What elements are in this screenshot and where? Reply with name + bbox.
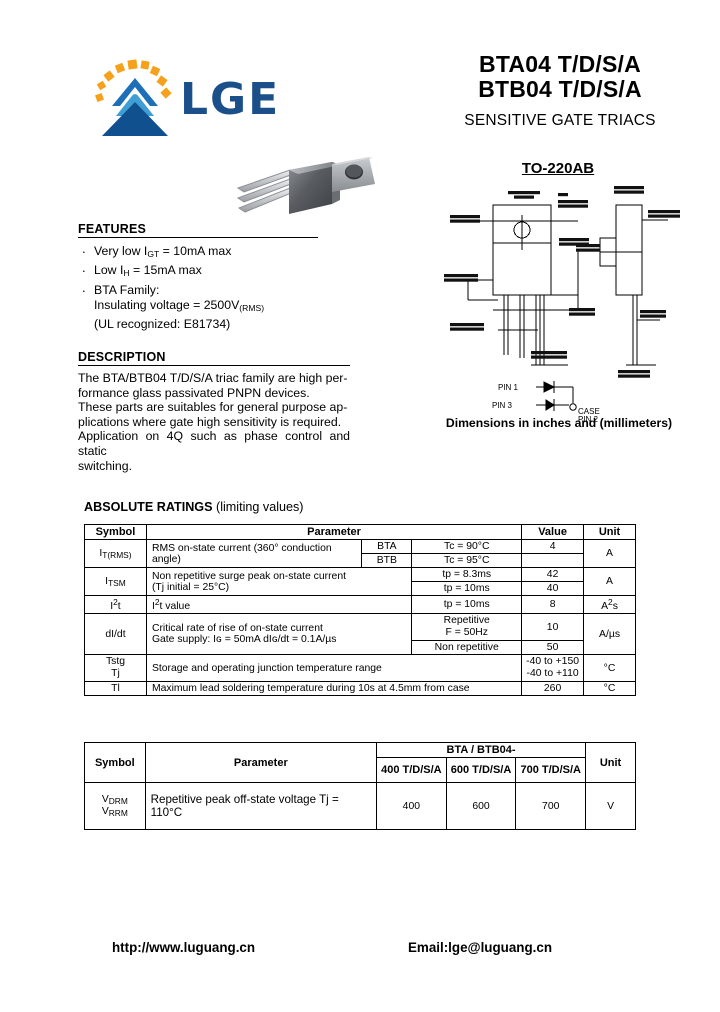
table-row: I2t I2t value tp = 10ms 8 A2s bbox=[84, 595, 636, 614]
lge-logo-mark bbox=[95, 59, 172, 136]
list-item: BTA Family: Insulating voltage = 2500V(R… bbox=[78, 280, 318, 332]
dimensions-caption: Dimensions in inches and (millimeters) bbox=[445, 416, 673, 430]
case-label: CASE bbox=[578, 407, 600, 416]
voltage-ratings-table: Symbol Parameter BTA / BTB04- Unit 400 T… bbox=[84, 742, 636, 830]
param-it-rms: RMS on-state current (360° conduction an… bbox=[145, 539, 363, 568]
col-700: 700 T/D/S/A bbox=[515, 757, 587, 783]
company-logo: LGE bbox=[92, 50, 342, 140]
value-tstg-tj: -40 to +150 -40 to +110 bbox=[521, 654, 585, 682]
package-outline-drawing: TO-220AB bbox=[428, 160, 688, 450]
value-didt-nonrep: 50 bbox=[521, 640, 585, 655]
variant-btb: BTB bbox=[361, 553, 413, 568]
table-row: Tl Maximum lead soldering temperature du… bbox=[84, 681, 636, 696]
table-header-row: Symbol Parameter Value Unit bbox=[84, 524, 636, 540]
bta-family-label: BTA Family: bbox=[94, 282, 160, 297]
unit-itsm: A bbox=[583, 567, 636, 596]
value-700: 700 bbox=[515, 782, 587, 830]
param-itsm: Non repetitive surge peak on-state curre… bbox=[145, 567, 413, 596]
unit-it-rms: A bbox=[583, 539, 636, 568]
value-bta: 4 bbox=[521, 539, 585, 554]
package-dimension-diagram: PIN 1 PIN 3 CASE PIN 2 bbox=[444, 186, 680, 424]
cond-itsm-10ms: tp = 10ms bbox=[411, 581, 523, 596]
package-name-title: TO-220AB bbox=[521, 160, 595, 177]
param-i2t: I2t value bbox=[145, 595, 413, 614]
description-rule bbox=[78, 365, 350, 366]
col-unit: Unit bbox=[583, 524, 636, 540]
col-symbol: Symbol bbox=[84, 742, 146, 783]
param-tstg-tj: Storage and operating junction temperatu… bbox=[145, 654, 523, 682]
unit-tl: °C bbox=[583, 681, 636, 696]
variant-bta: BTA bbox=[361, 539, 413, 554]
features-section: FEATURES Very low IGT = 10mA max Low IH … bbox=[78, 222, 318, 333]
unit-i2t: A2s bbox=[583, 595, 636, 614]
pin2-label: PIN 2 bbox=[578, 415, 599, 424]
value-tl: 260 bbox=[521, 681, 585, 696]
cond-didt-nonrep: Non repetitive bbox=[411, 640, 523, 655]
col-600: 600 T/D/S/A bbox=[445, 757, 517, 783]
table-row: ITSM Non repetitive surge peak on-state … bbox=[84, 567, 636, 596]
table-row: Tstg Tj Storage and operating junction t… bbox=[84, 654, 636, 682]
cond-btb: Tc = 95°C bbox=[411, 553, 523, 568]
dimension-callouts bbox=[444, 186, 680, 378]
to220-package-photo bbox=[236, 157, 375, 214]
product-subtitle: SENSITIVE GATE TRIACS bbox=[464, 112, 656, 129]
symbol-didt: dI/dt bbox=[84, 613, 147, 655]
unit-volts: V bbox=[585, 782, 636, 830]
table-row: BTB Tc = 95°C bbox=[85, 553, 636, 568]
table-row: Non repetitive 50 bbox=[85, 640, 636, 655]
absolute-ratings-heading: ABSOLUTE RATINGS (limiting values) bbox=[84, 500, 304, 514]
features-rule bbox=[78, 237, 318, 238]
website-url[interactable]: http://www.luguang.cn bbox=[112, 940, 256, 955]
symbol-itsm: ITSM bbox=[84, 567, 147, 596]
col-parameter: Parameter bbox=[145, 524, 523, 540]
cond-bta: Tc = 90°C bbox=[411, 539, 523, 554]
table-row: tp = 10ms 40 bbox=[85, 581, 636, 596]
list-item: Low IH = 15mA max bbox=[78, 260, 318, 281]
symbol-tl: Tl bbox=[84, 681, 147, 696]
absolute-ratings-table: Symbol Parameter Value Unit IT(RMS) RMS … bbox=[84, 524, 636, 696]
part-number-line-1: BTA04 T/D/S/A bbox=[479, 51, 641, 77]
value-i2t: 8 bbox=[521, 595, 585, 614]
cond-itsm-83ms: tp = 8.3ms bbox=[411, 567, 523, 582]
value-itsm-83ms: 42 bbox=[521, 567, 585, 582]
value-btb bbox=[521, 553, 585, 568]
table-row: VDRM VRRM Repetitive peak off-state volt… bbox=[84, 782, 636, 830]
pin3-label: PIN 3 bbox=[492, 401, 513, 410]
col-unit: Unit bbox=[585, 742, 636, 783]
col-400: 400 T/D/S/A bbox=[376, 757, 447, 783]
value-didt-rep: 10 bbox=[521, 613, 585, 641]
param-didt: Critical rate of rise of on-state curren… bbox=[145, 613, 413, 655]
param-vdrm: Repetitive peak off-state voltage Tj = 1… bbox=[144, 782, 378, 830]
unit-didt: A/µs bbox=[583, 613, 636, 655]
param-tl: Maximum lead soldering temperature durin… bbox=[145, 681, 523, 696]
list-item: Very low IGT = 10mA max bbox=[78, 241, 318, 262]
cond-i2t: tp = 10ms bbox=[411, 595, 523, 614]
symbol-tstg-tj: Tstg Tj bbox=[84, 654, 147, 682]
table-row: IT(RMS) RMS on-state current (360° condu… bbox=[84, 539, 636, 568]
col-parameter: Parameter bbox=[144, 742, 378, 783]
value-400: 400 bbox=[376, 782, 447, 830]
part-title-block: BTA04 T/D/S/A BTB04 T/D/S/A SENSITIVE GA… bbox=[420, 52, 700, 130]
pin1-label: PIN 1 bbox=[498, 383, 519, 392]
value-600: 600 bbox=[445, 782, 517, 830]
contact-email[interactable]: Email:lge@luguang.cn bbox=[408, 940, 553, 955]
features-list: Very low IGT = 10mA max Low IH = 15mA ma… bbox=[78, 241, 318, 332]
symbol-i2t: I2t bbox=[84, 595, 147, 614]
features-heading: FEATURES bbox=[78, 222, 147, 236]
description-section: DESCRIPTION The BTA/BTB04 T/D/S/A triac … bbox=[78, 350, 350, 473]
col-value: Value bbox=[521, 524, 585, 540]
symbol-vdrm-vrrm: VDRM VRRM bbox=[84, 782, 146, 830]
unit-tstg-tj: °C bbox=[583, 654, 636, 682]
description-body: The BTA/BTB04 T/D/S/A triac family are h… bbox=[78, 371, 350, 473]
table-header-row: Symbol Parameter BTA / BTB04- Unit bbox=[84, 742, 636, 783]
cond-didt-rep: Repetitive F = 50Hz bbox=[411, 613, 523, 641]
description-heading: DESCRIPTION bbox=[78, 350, 166, 364]
col-symbol: Symbol bbox=[84, 524, 147, 540]
value-itsm-10ms: 40 bbox=[521, 581, 585, 596]
table-row: dI/dt Critical rate of rise of on-state … bbox=[84, 613, 636, 655]
col-group-bta-btb04: BTA / BTB04- bbox=[375, 742, 587, 758]
symbol-it-rms: IT(RMS) bbox=[84, 539, 147, 568]
part-number-line-2: BTB04 T/D/S/A bbox=[478, 76, 642, 102]
logo-wordmark: LGE bbox=[180, 74, 281, 125]
